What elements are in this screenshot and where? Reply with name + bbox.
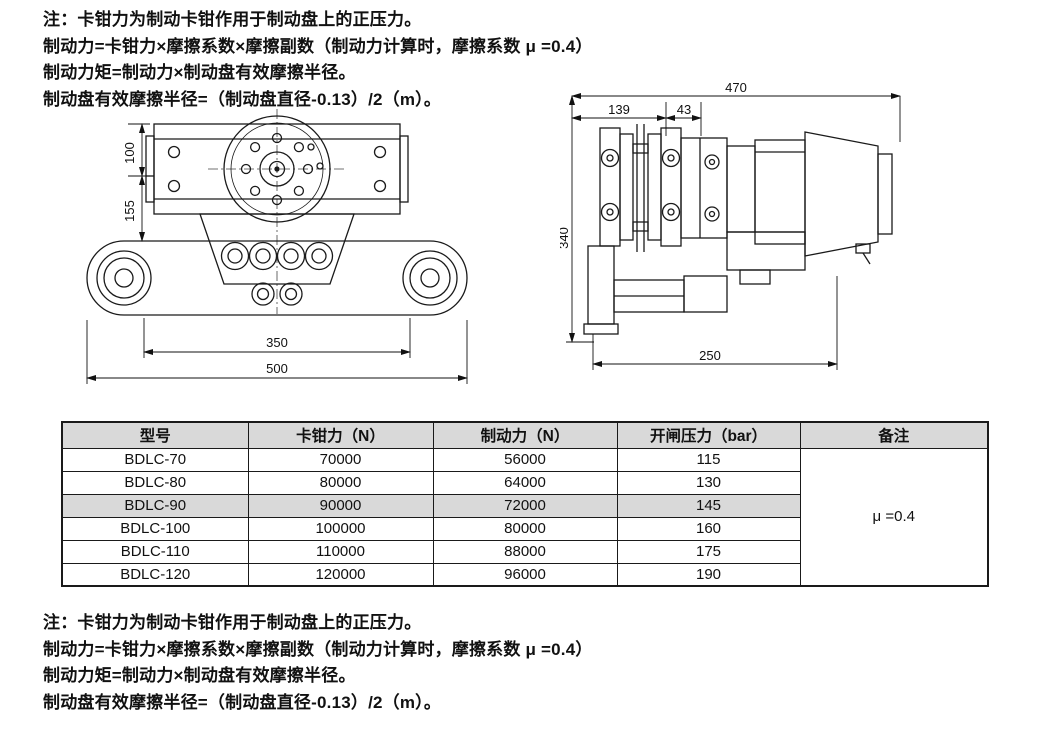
cell-open-pressure: 175 [616,539,801,564]
front-centerlines [208,109,346,314]
spec-table: 型号 卡钳力（N） 制动力（N） 开闸压力（bar） 备注 BDLC-70 70… [61,421,989,587]
side-dim-43: 43 [677,102,691,117]
cell-brake-force: 80000 [432,516,618,541]
cell-open-pressure: 115 [616,447,801,472]
cell-remark: μ =0.4 [799,447,989,587]
note-top-line-2: 制动力=卡钳力×摩擦系数×摩擦副数（制动力计算时，摩擦系数 μ =0.4） [43,36,593,56]
notes-top: 注：卡钳力为制动卡钳作用于制动盘上的正压力。 制动力=卡钳力×摩擦系数×摩擦副数… [43,7,593,113]
col-header-open-pressure: 开闸压力（bar） [616,421,801,449]
note-top-line-3: 制动力矩=制动力×制动盘有效摩擦半径。 [43,63,356,82]
front-dimension-lines [86,123,468,384]
note-bottom-line-1: 注：卡钳力为制动卡钳作用于制动盘上的正压力。 [43,613,422,632]
table-row-highlighted: BDLC-90 90000 72000 145 [61,493,988,518]
side-view-drawing: 470 139 43 340 250 [560,80,901,370]
note-top-line-1: 注：卡钳力为制动卡钳作用于制动盘上的正压力。 [43,10,422,29]
cell-model: BDLC-80 [61,470,249,495]
col-header-brake-force: 制动力（N） [432,421,618,449]
note-bottom-line-4: 制动盘有效摩擦半径=（制动盘直径-0.13）/2（m）。 [43,692,442,712]
cell-open-pressure: 130 [616,470,801,495]
col-header-clamp-force: 卡钳力（N） [247,421,434,449]
cell-open-pressure: 160 [616,516,801,541]
col-header-model: 型号 [61,421,249,449]
front-dim-155: 155 [122,200,137,222]
cell-model: BDLC-70 [61,447,249,472]
cell-clamp-force: 100000 [247,516,434,541]
cell-model: BDLC-110 [61,539,249,564]
cell-brake-force: 96000 [432,562,618,587]
front-dim-350: 350 [266,335,288,350]
cell-clamp-force: 120000 [247,562,434,587]
front-outline [86,115,468,316]
table-row: BDLC-70 70000 56000 115 μ =0.4 [61,447,989,587]
front-dim-100: 100 [122,142,137,164]
front-view-drawing: 100 155 350 500 [86,109,468,384]
note-bottom-line-2: 制动力=卡钳力×摩擦系数×摩擦副数（制动力计算时，摩擦系数 μ =0.4） [43,639,593,659]
cell-brake-force: 72000 [432,493,618,518]
cell-brake-force: 56000 [432,447,618,472]
cell-clamp-force: 80000 [247,470,434,495]
side-outline [583,124,893,335]
cell-brake-force: 88000 [432,539,618,564]
cell-open-pressure: 145 [616,493,801,518]
table-header-row: 型号 卡钳力（N） 制动力（N） 开闸压力（bar） 备注 [61,421,989,449]
front-dim-500: 500 [266,361,288,376]
side-dim-250: 250 [699,348,721,363]
table-row: BDLC-120 120000 96000 190 [61,562,988,587]
note-top-line-4: 制动盘有效摩擦半径=（制动盘直径-0.13）/2（m）。 [43,89,442,109]
cell-brake-force: 64000 [432,470,618,495]
cell-open-pressure: 190 [616,562,801,587]
note-bottom-line-3: 制动力矩=制动力×制动盘有效摩擦半径。 [43,666,356,685]
cell-clamp-force: 70000 [247,447,434,472]
cell-model: BDLC-100 [61,516,249,541]
side-dim-340: 340 [560,227,571,249]
cell-model: BDLC-120 [61,562,249,587]
table-row: BDLC-100 100000 80000 160 [61,516,988,541]
cell-model: BDLC-90 [61,493,249,518]
side-dim-470: 470 [725,80,747,95]
cell-clamp-force: 110000 [247,539,434,564]
notes-bottom: 注：卡钳力为制动卡钳作用于制动盘上的正压力。 制动力=卡钳力×摩擦系数×摩擦副数… [43,610,593,716]
side-dimension-lines [566,93,901,370]
cell-clamp-force: 90000 [247,493,434,518]
side-dim-139: 139 [608,102,630,117]
col-header-remark: 备注 [799,421,989,449]
